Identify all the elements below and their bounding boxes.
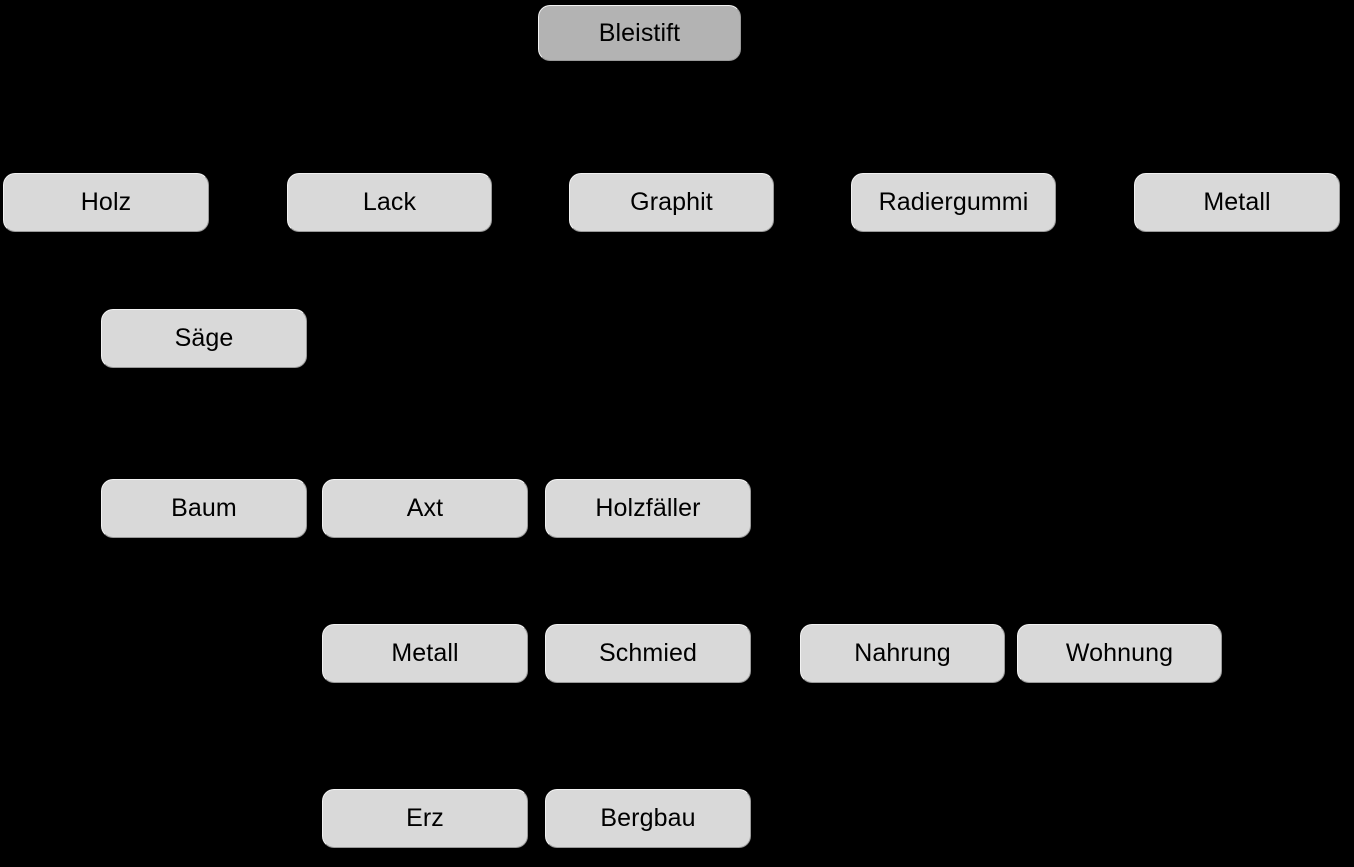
edge-holzfaeller-to-nahrung bbox=[647, 538, 907, 625]
node-holzfaeller[interactable]: Holzfäller bbox=[545, 479, 751, 538]
edge-saege-to-holzfaeller bbox=[203, 368, 653, 480]
node-metall-mid[interactable]: Metall bbox=[322, 624, 528, 683]
node-label: Metall bbox=[1203, 188, 1271, 216]
edge-bleistift-to-graphit bbox=[638, 61, 676, 174]
edge-holzfaeller-to-wohnung bbox=[647, 538, 1124, 625]
edge-bleistift-to-radiergummi bbox=[638, 61, 958, 174]
node-graphit[interactable]: Graphit bbox=[569, 173, 774, 232]
node-label: Bleistift bbox=[598, 18, 681, 47]
node-label: Holz bbox=[80, 188, 132, 216]
node-baum[interactable]: Baum bbox=[101, 479, 307, 538]
edge-holz-to-saege bbox=[105, 232, 209, 310]
node-label: Baum bbox=[171, 494, 237, 522]
node-schmied[interactable]: Schmied bbox=[545, 624, 751, 683]
node-erz[interactable]: Erz bbox=[322, 789, 528, 848]
edge-bleistift-to-holz bbox=[101, 61, 641, 174]
node-nahrung[interactable]: Nahrung bbox=[800, 624, 1005, 683]
node-label: Holzfäller bbox=[595, 494, 701, 522]
node-metall-top[interactable]: Metall bbox=[1134, 173, 1340, 232]
node-label: Lack bbox=[362, 188, 417, 216]
node-label: Erz bbox=[406, 804, 444, 832]
edge-bleistift-to-metall-top bbox=[638, 61, 1242, 174]
node-label: Säge bbox=[174, 324, 234, 352]
node-label: Wohnung bbox=[1065, 639, 1174, 667]
node-label: Axt bbox=[406, 494, 444, 522]
node-lack[interactable]: Lack bbox=[287, 173, 492, 232]
edge-bleistift-to-lack bbox=[385, 61, 641, 174]
node-saege[interactable]: Säge bbox=[101, 309, 307, 368]
node-wohnung[interactable]: Wohnung bbox=[1017, 624, 1222, 683]
edge-metall-mid-to-bergbau bbox=[424, 683, 653, 790]
node-label: Radiergummi bbox=[878, 188, 1029, 216]
node-label: Graphit bbox=[630, 188, 713, 216]
node-label: Schmied bbox=[599, 639, 697, 667]
node-axt[interactable]: Axt bbox=[322, 479, 528, 538]
node-label: Metall bbox=[391, 639, 459, 667]
node-bleistift[interactable]: Bleistift bbox=[538, 5, 741, 61]
edge-axt-to-schmied bbox=[424, 538, 653, 625]
node-label: Bergbau bbox=[600, 804, 696, 832]
node-bergbau[interactable]: Bergbau bbox=[545, 789, 751, 848]
node-holz[interactable]: Holz bbox=[3, 173, 209, 232]
node-radiergummi[interactable]: Radiergummi bbox=[851, 173, 1056, 232]
node-label: Nahrung bbox=[854, 639, 951, 667]
edge-saege-to-axt bbox=[203, 368, 430, 480]
